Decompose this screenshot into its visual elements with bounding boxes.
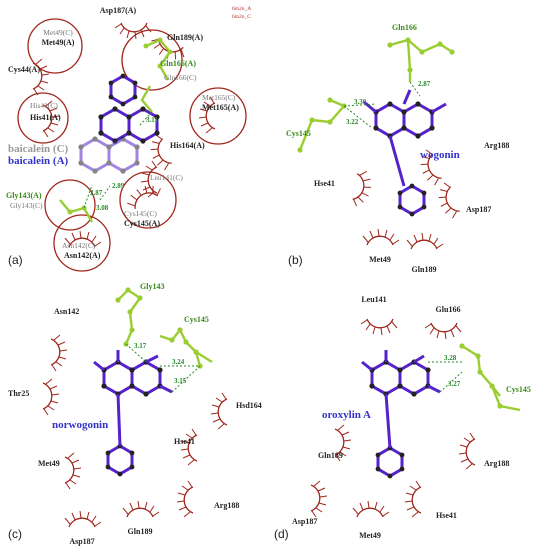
panel-c-label: (c): [8, 527, 22, 541]
res-c-arg188: Arg188: [214, 501, 239, 510]
res-a-his41a: His41(A): [30, 113, 61, 122]
res-a-cys145a: Cys145(A): [124, 219, 160, 228]
panel-a-circles: [17, 18, 247, 272]
res-a-asp187: Asp187(A): [100, 6, 137, 15]
res-c-cys145: Cys145: [184, 315, 209, 324]
dist-a-4: 3.08: [96, 204, 109, 212]
dist-c-3: 3.15: [174, 377, 187, 385]
panel-c: Gly143 Asn142 Cys145 Thr25 Hsd164 Hse41 …: [8, 282, 262, 546]
res-c-hse41: Hse41: [174, 437, 195, 446]
dist-b-3: 3.22: [346, 118, 359, 126]
ligand-a-c: baicalein (C): [8, 143, 69, 155]
dist-d-1: 3.28: [444, 354, 457, 362]
ligand-d: oroxylin A: [322, 409, 371, 421]
res-a-asn142c: Asn142(C): [62, 241, 96, 250]
panel-a-legend-1: 6m2n_A: [232, 6, 251, 12]
res-d-cys145: Cys145: [506, 385, 531, 394]
res-b-cys145: Cys145: [286, 129, 311, 138]
res-a-gly143c: Gly143(C): [10, 201, 43, 210]
res-a-met165a: Met165(A): [202, 103, 239, 112]
res-a-his164: His164(A): [170, 141, 205, 150]
dist-c-2: 3.24: [172, 358, 185, 366]
res-b-gln189: Gln189: [412, 265, 437, 274]
panel-b-label: (b): [288, 253, 303, 267]
res-c-thr25: Thr25: [8, 389, 29, 398]
dist-c-1: 3.17: [134, 342, 147, 350]
res-c-hsd164: Hsd164: [236, 401, 262, 410]
res-a-leu141: Leu141(C): [150, 173, 183, 182]
ligand-b: wogonin: [420, 149, 460, 161]
res-c-gly143: Gly143: [140, 282, 164, 291]
res-a-cys145c: Cys145(C): [124, 209, 157, 218]
res-b-hse41: Hse41: [314, 179, 335, 188]
dist-a-2: 2.87: [90, 189, 103, 197]
dist-a-1: 3.11: [146, 116, 158, 124]
res-a-gln166c: Gln166(C): [164, 73, 197, 82]
ligand-a-a: baicalein (A): [8, 155, 69, 167]
panel-a-label: (a): [8, 253, 23, 267]
res-d-asp187: Asp187: [292, 517, 317, 526]
res-d-met49: Met49: [359, 531, 381, 540]
res-b-met49: Met49: [369, 255, 391, 264]
res-b-arg188: Arg188: [484, 141, 509, 150]
res-c-asn142: Asn142: [54, 307, 79, 316]
res-d-hse41: Hse41: [436, 511, 457, 520]
res-a-met165c: Met165(C): [202, 93, 236, 102]
res-a-his41c: His41(C): [30, 101, 58, 110]
dist-d-2: 3.27: [448, 380, 461, 388]
dist-b-2: 3.30: [354, 98, 367, 106]
dist-b-1: 2.87: [418, 80, 431, 88]
res-c-asp187: Asp187: [69, 537, 94, 546]
res-a-gln189: Gln189(A): [167, 33, 203, 42]
panel-d: Leu141 Glu166 Cys145 Gln189 Arg188 Asp18…: [274, 295, 531, 541]
res-d-arg188: Arg188: [484, 459, 509, 468]
panel-b: Gln166 Cys145 Arg188 Hse41 Asp187 Met49 …: [286, 23, 509, 274]
panel-a: 6m2n_A 6m2n_C Asp187(A) Met49(C) Met49(A…: [6, 6, 251, 272]
res-a-gly143a: Gly143(A): [6, 191, 42, 200]
res-a-gln166a: Gln166(A): [160, 59, 196, 68]
res-b-gln166: Gln166: [392, 23, 417, 32]
res-c-gln189: Gln189: [128, 527, 153, 536]
res-d-leu141: Leu141: [361, 295, 386, 304]
res-b-asp187: Asp187: [466, 205, 491, 214]
res-c-met49: Met49: [38, 459, 60, 468]
res-d-gln189: Gln189: [318, 451, 343, 460]
panel-a-legend-2: 6m2n_C: [232, 14, 251, 20]
res-a-asn142a: Asn142(A): [64, 251, 101, 260]
res-a-cys44: Cys44(A): [8, 65, 40, 74]
ligand-c: norwogonin: [52, 419, 108, 431]
dist-a-3: 2.89: [112, 182, 125, 190]
res-d-glu166: Glu166: [436, 305, 461, 314]
res-a-met49c: Met49(C): [43, 28, 73, 37]
res-a-met49a: Met49(A): [42, 38, 75, 47]
panel-d-label: (d): [274, 527, 289, 541]
